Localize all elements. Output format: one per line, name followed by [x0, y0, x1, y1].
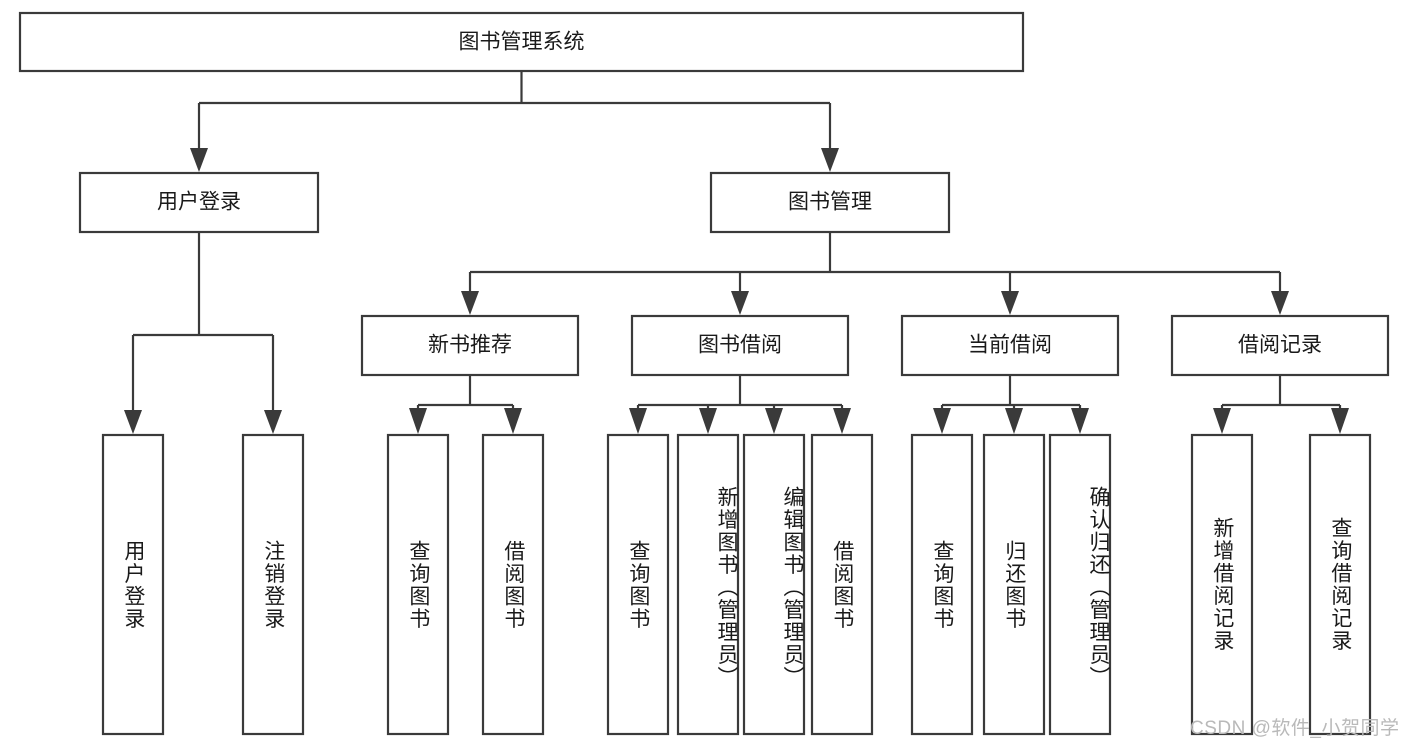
- arrowhead-to-leaf-borrow-book-2: [833, 408, 851, 434]
- connector-group-bookborrow-to-leaves: [629, 375, 851, 434]
- arrowhead-to-new-book-rec: [461, 291, 479, 315]
- arrowhead-to-book-mgmt: [821, 148, 839, 172]
- node-root-label: 图书管理系统: [459, 31, 585, 54]
- arrowhead-to-leaf-query-book-2: [629, 408, 647, 434]
- node-user-login[interactable]: 用户登录: [78, 171, 320, 234]
- node-user-login-box[interactable]: [78, 171, 320, 234]
- arrowhead-to-current-borrow: [1001, 291, 1019, 315]
- connector-group-root-to-level2: [190, 71, 839, 172]
- arrowhead-to-leaf-query-book-1: [409, 408, 427, 434]
- node-root-box[interactable]: [18, 11, 1025, 73]
- arrowhead-to-leaf-confirm-return: [1071, 408, 1089, 434]
- node-book-management-label: 图书管理: [788, 191, 872, 214]
- leaf-box-user-login[interactable]: [101, 433, 165, 736]
- node-borrow-record-label: 借阅记录: [1238, 334, 1322, 357]
- node-new-book-recommend[interactable]: 新书推荐: [360, 314, 580, 377]
- node-book-borrow[interactable]: 图书借阅: [630, 314, 850, 377]
- connector-group-newbook-to-leaves: [409, 375, 522, 434]
- arrowhead-to-leaf-query-record: [1331, 408, 1349, 434]
- connector-group-borrowrecord-to-leaves: [1213, 375, 1349, 434]
- node-user-login-label: 用户登录: [157, 191, 241, 214]
- leaf-box-edit-book[interactable]: [742, 433, 806, 736]
- node-borrow-record-box[interactable]: [1170, 314, 1390, 377]
- csdn-watermark: CSDN @软件_小贺同学: [1190, 718, 1400, 739]
- node-current-borrow[interactable]: 当前借阅: [900, 314, 1120, 377]
- leaf-box-query-book-3[interactable]: [910, 433, 974, 736]
- node-new-book-recommend-box[interactable]: [360, 314, 580, 377]
- arrowhead-to-borrow-record: [1271, 291, 1289, 315]
- arrowhead-to-leaf-borrow-book-1: [504, 408, 522, 434]
- connector-group-currentborrow-to-leaves: [933, 375, 1089, 434]
- arrowhead-to-leaf-add-record: [1213, 408, 1231, 434]
- arrowhead-to-leaf-add-book: [699, 408, 717, 434]
- node-book-borrow-label: 图书借阅: [698, 334, 782, 357]
- node-root[interactable]: 图书管理系统: [18, 11, 1025, 73]
- arrowhead-to-leaf-user-login: [124, 410, 142, 434]
- leaf-box-logout[interactable]: [241, 433, 305, 736]
- node-current-borrow-box[interactable]: [900, 314, 1120, 377]
- connector-group-userlogin-to-leaves: [124, 232, 282, 434]
- node-current-borrow-label: 当前借阅: [968, 334, 1052, 357]
- node-borrow-record[interactable]: 借阅记录: [1170, 314, 1390, 377]
- arrowhead-to-leaf-logout: [264, 410, 282, 434]
- node-book-borrow-box[interactable]: [630, 314, 850, 377]
- connector-group-bookmgmt-to-level3: [461, 232, 1289, 315]
- node-book-management-box[interactable]: [709, 171, 951, 234]
- arrowhead-to-leaf-edit-book: [765, 408, 783, 434]
- leaf-box-query-book-1[interactable]: [386, 433, 450, 736]
- leaf-box-add-book[interactable]: [676, 433, 740, 736]
- arrowhead-to-leaf-query-book-3: [933, 408, 951, 434]
- leaf-box-add-record[interactable]: [1190, 433, 1254, 736]
- arrowhead-to-leaf-return-book: [1005, 408, 1023, 434]
- leaf-box-query-record[interactable]: [1308, 433, 1372, 736]
- arrowhead-to-user-login: [190, 148, 208, 172]
- leaf-box-borrow-book-1[interactable]: [481, 433, 545, 736]
- leaf-box-borrow-book-2[interactable]: [810, 433, 874, 736]
- leaf-box-confirm-return[interactable]: [1048, 433, 1112, 736]
- leaf-box-query-book-2[interactable]: [606, 433, 670, 736]
- node-new-book-recommend-label: 新书推荐: [428, 334, 512, 357]
- node-book-management[interactable]: 图书管理: [709, 171, 951, 234]
- leaf-box-return-book[interactable]: [982, 433, 1046, 736]
- arrowhead-to-book-borrow: [731, 291, 749, 315]
